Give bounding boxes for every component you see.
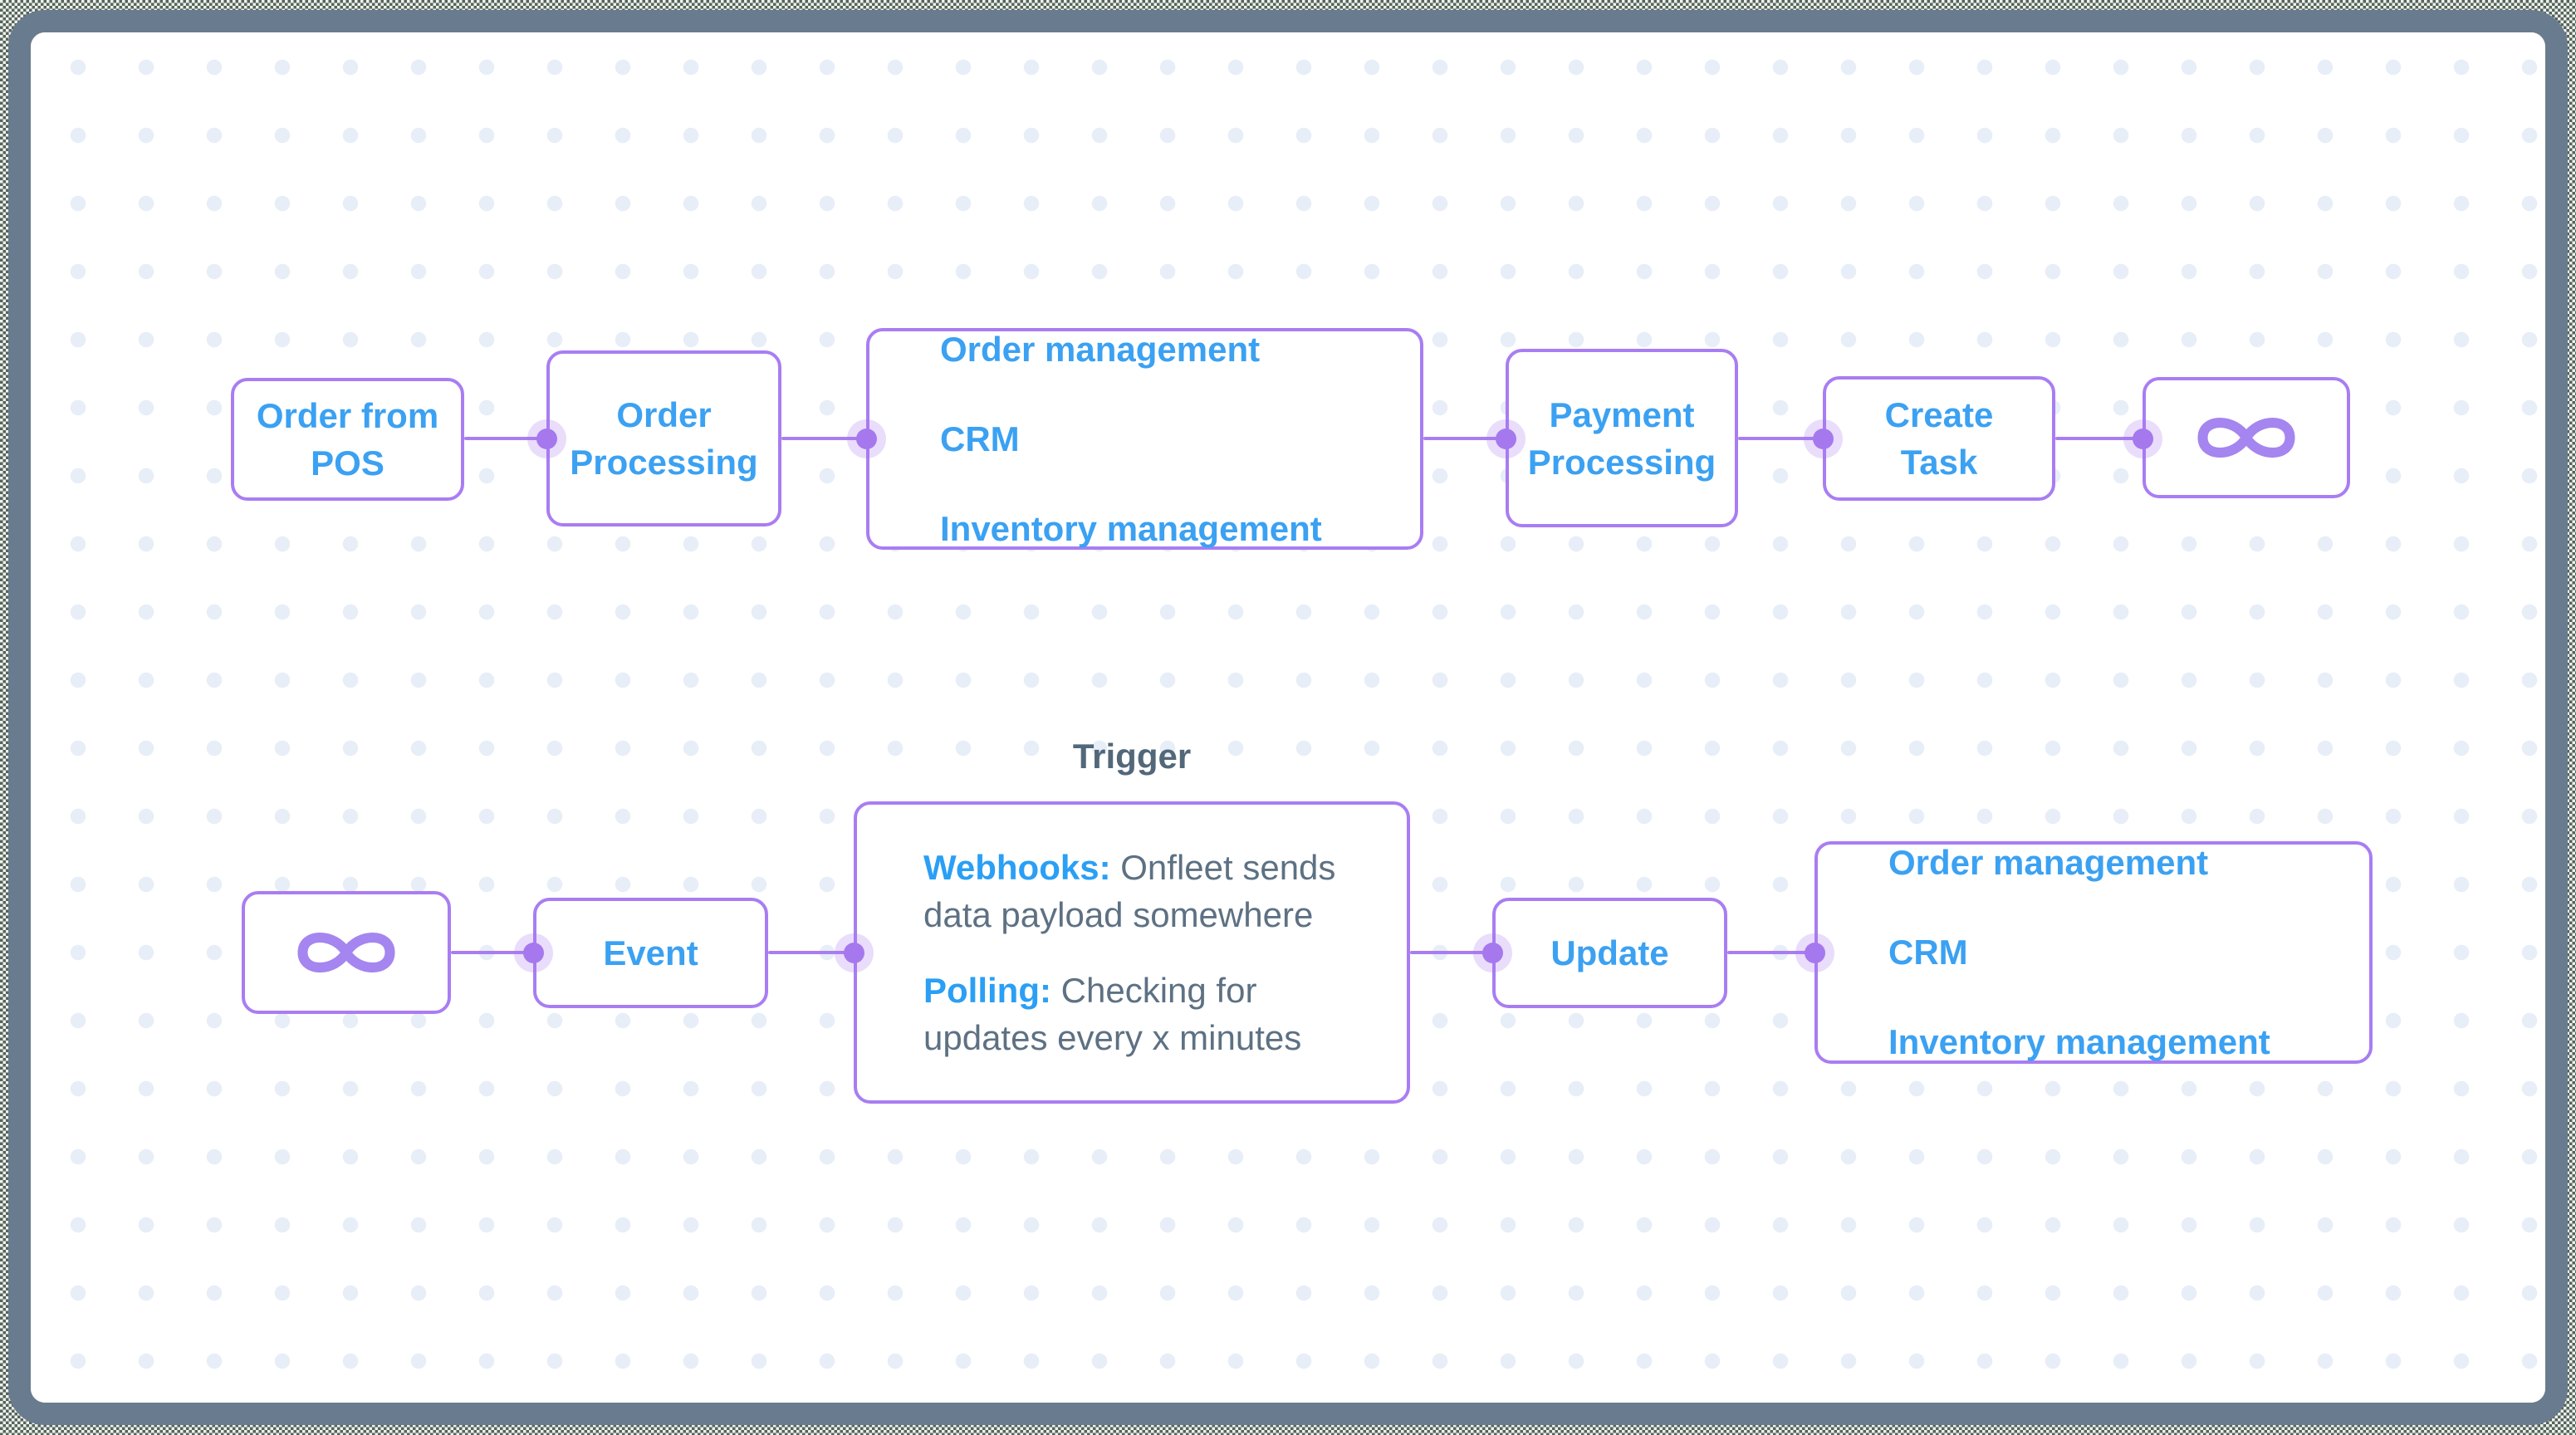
polling-line: Polling: Checking for updates every x mi… — [923, 967, 1354, 1061]
list-item: Order management — [940, 329, 1261, 369]
list-item: CRM — [940, 419, 1020, 458]
node-integration-targets-2[interactable]: Order management CRM Inventory managemen… — [1814, 841, 2373, 1064]
node-label: Order from POS — [256, 396, 439, 482]
connector-port[interactable] — [856, 429, 877, 449]
node-update[interactable]: Update — [1492, 898, 1727, 1008]
node-order-processing[interactable]: Order Processing — [546, 350, 781, 526]
list-item: Order management — [1888, 843, 2209, 882]
connector-line — [781, 437, 866, 440]
connector-port[interactable] — [844, 943, 864, 963]
connector-port[interactable] — [523, 943, 544, 963]
webhooks-line: Webhooks: Onfleet sends data payload som… — [923, 844, 1354, 938]
connector-line — [1738, 437, 1823, 440]
webhooks-term: Webhooks: — [923, 848, 1111, 887]
node-event[interactable]: Event — [533, 898, 768, 1008]
node-label: Update — [1550, 933, 1669, 972]
node-payment-processing[interactable]: Payment Processing — [1506, 349, 1738, 527]
polling-desc: Checking for updates every x minutes — [923, 971, 1302, 1057]
connector-port[interactable] — [2133, 429, 2153, 449]
whiteboard-window-frame: Order from POS Order Processing Order ma… — [8, 10, 2568, 1425]
connector-line — [1423, 437, 1506, 440]
connector-line — [464, 437, 546, 440]
connector-line — [1410, 951, 1492, 954]
connector-line — [768, 951, 854, 954]
node-onfleet[interactable] — [242, 891, 451, 1014]
connector-line — [2055, 437, 2143, 440]
node-integration-targets-1[interactable]: Order management CRM Inventory managemen… — [866, 328, 1423, 550]
connector-port[interactable] — [1496, 429, 1516, 449]
connector-port[interactable] — [1813, 429, 1834, 449]
connector-port[interactable] — [1805, 943, 1825, 963]
infinity-icon — [297, 932, 395, 973]
node-create-task[interactable]: Create Task — [1823, 376, 2055, 501]
flowchart-canvas[interactable]: Order from POS Order Processing Order ma… — [31, 32, 2545, 1403]
connector-line — [451, 951, 533, 954]
trigger-group-label: Trigger — [1072, 737, 1192, 776]
node-label: Create Task — [1884, 395, 1994, 482]
node-label: Payment Processing — [1527, 394, 1717, 482]
webhooks-desc: Onfleet sends data payload somewhere — [923, 848, 1336, 934]
infinity-icon — [2197, 417, 2295, 458]
node-onfleet[interactable] — [2143, 377, 2350, 498]
polling-term: Polling: — [923, 971, 1051, 1010]
connector-port[interactable] — [1482, 943, 1503, 963]
node-label: Order Processing — [570, 395, 758, 482]
list-item: Inventory management — [1888, 1022, 2270, 1061]
connector-port[interactable] — [536, 429, 557, 449]
connector-line — [1727, 951, 1814, 954]
node-trigger-description[interactable]: Webhooks: Onfleet sends data payload som… — [854, 801, 1410, 1104]
list-item: Inventory management — [940, 508, 1322, 548]
node-label: Event — [603, 933, 698, 972]
list-item: CRM — [1888, 933, 1968, 972]
node-order-from-pos[interactable]: Order from POS — [231, 378, 464, 501]
